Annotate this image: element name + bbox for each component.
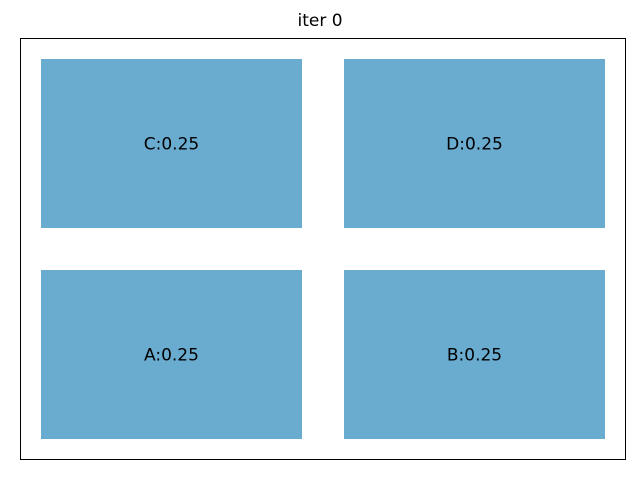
- treemap-cell-A: A:0.25: [41, 270, 302, 439]
- treemap-cell-D: D:0.25: [344, 59, 605, 228]
- treemap-svg: C:0.25 D:0.25A:0.25 B:0.25: [41, 59, 605, 439]
- treemap-rect-C: [41, 59, 302, 228]
- treemap-label-B: B:0.25: [447, 346, 502, 366]
- treemap-label-C: C:0.25: [144, 135, 199, 155]
- treemap-rect-B: [344, 270, 605, 439]
- treemap-rect-A: [41, 270, 302, 439]
- treemap-cell-B: B:0.25: [344, 270, 605, 439]
- treemap-rect-D: [344, 59, 605, 228]
- treemap-cell-C: C:0.25: [41, 59, 302, 228]
- chart-title: iter 0: [297, 11, 343, 31]
- treemap-label-D: D:0.25: [446, 135, 503, 155]
- treemap-label-A: A:0.25: [144, 346, 199, 366]
